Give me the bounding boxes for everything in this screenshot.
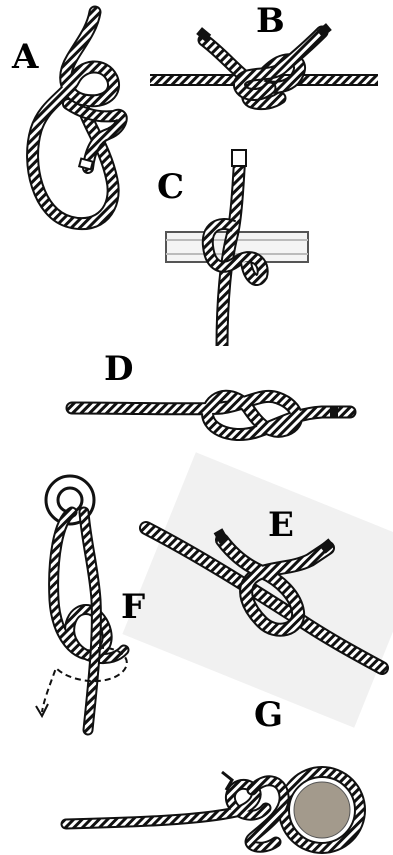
label-f: F — [121, 590, 145, 624]
knot-g-drawing — [66, 772, 360, 848]
label-d: D — [104, 352, 133, 386]
knot-a-drawing — [33, 12, 122, 224]
label-e: E — [268, 508, 294, 542]
knot-f-drawing — [36, 476, 127, 730]
label-c: C — [157, 170, 184, 204]
knot-d-drawing — [72, 396, 350, 434]
knot-c-drawing — [166, 150, 308, 346]
label-b: B — [256, 4, 285, 38]
label-a: A — [12, 40, 38, 74]
label-g: G — [254, 698, 283, 732]
knot-e-drawing — [122, 452, 393, 727]
